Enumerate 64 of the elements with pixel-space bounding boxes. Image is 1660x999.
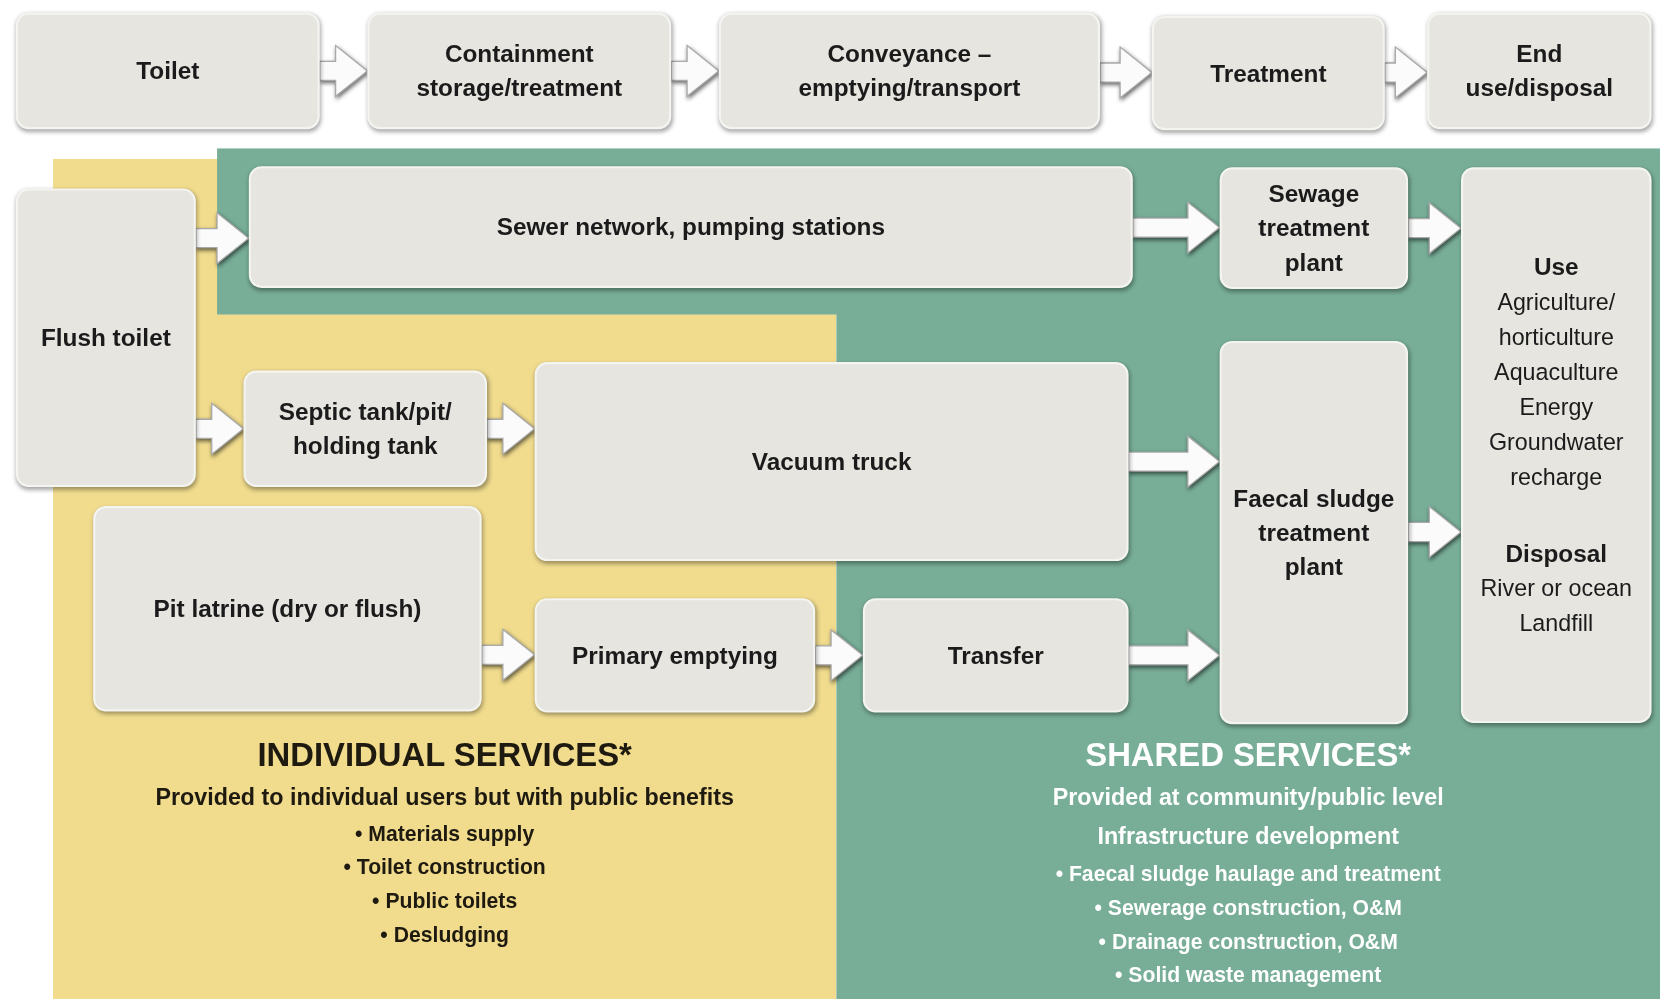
arrow [481,628,536,682]
section-subtitle: Provided at community/public level [1052,783,1444,810]
box-label: Disposal [1505,538,1608,569]
list-item: Landfill [1519,608,1594,638]
box-label: Sewer network, pumping stations [496,212,885,243]
box-label: Primary emptying [572,640,778,671]
arrow [670,44,720,98]
section-title: INDIVIDUAL SERVICES* [257,736,632,774]
section-subtitle: Provided to individual users but with public benefits [155,783,734,810]
box-label: Sewage treatment plant [1257,179,1371,278]
arrow [814,628,864,683]
list-item: Aquaculture [1494,357,1619,387]
arrow [1127,628,1221,683]
process-box [367,12,672,130]
process-box [15,188,196,487]
section-subtitle: Infrastructure development [1097,822,1399,850]
bullet-item: • Drainage construction, O&M [1098,929,1398,953]
arrow [1099,45,1153,100]
list-item: Energy [1519,392,1594,422]
bullet-item: • Public toilets [372,889,518,913]
process-box [248,166,1133,288]
process-box [1219,340,1409,725]
arrow [1127,434,1221,489]
list-item: Groundwater recharge [1487,427,1625,492]
box-label: Use [1533,252,1579,283]
process-box [1151,15,1385,131]
section-title: SHARED SERVICES* [1085,736,1412,774]
process-box [93,506,482,712]
process-box [1219,167,1409,290]
bullet-item: • Sewerage construction, O&M [1094,895,1402,919]
bullet-item: • Toilet construction [343,855,546,879]
process-box [243,370,487,487]
box-label: Toilet [136,56,200,87]
arrow [1407,505,1463,559]
arrow [1132,200,1221,255]
bullet-item: • Faecal sludge haulage and treatment [1055,861,1441,885]
bullet-item: • Materials supply [355,821,535,845]
arrow [1407,201,1463,255]
arrow [319,44,369,98]
box-label: Conveyance – emptying/transport [797,39,1022,104]
bullet-item: • Solid waste management [1115,962,1382,987]
box-label: End use/disposal [1464,39,1615,104]
box-label: Vacuum truck [751,446,912,478]
process-box [15,12,320,130]
box-label: Septic tank/pit/ holding tank [277,396,453,462]
arrow [1384,45,1429,100]
box-label: Pit latrine (dry or flush) [153,593,422,625]
process-box [534,598,816,713]
process-box [1461,167,1652,724]
list-item: River or ocean [1480,573,1632,603]
arrow [195,402,245,456]
arrow [486,402,536,456]
process-box [534,362,1129,562]
process-box [718,12,1100,130]
box-label: Containment storage/treatment [415,39,624,104]
box-label: Faecal sludge treatment plant [1232,483,1396,583]
box-label: Treatment [1210,58,1327,89]
arrow [195,211,250,265]
process-box [1427,12,1652,130]
process-box [862,598,1129,713]
list-item: Agriculture/ horticulture [1496,287,1617,352]
box-label: Flush toilet [40,322,171,354]
box-label: Transfer [947,640,1044,671]
bullet-item: • Desludging [380,923,509,947]
